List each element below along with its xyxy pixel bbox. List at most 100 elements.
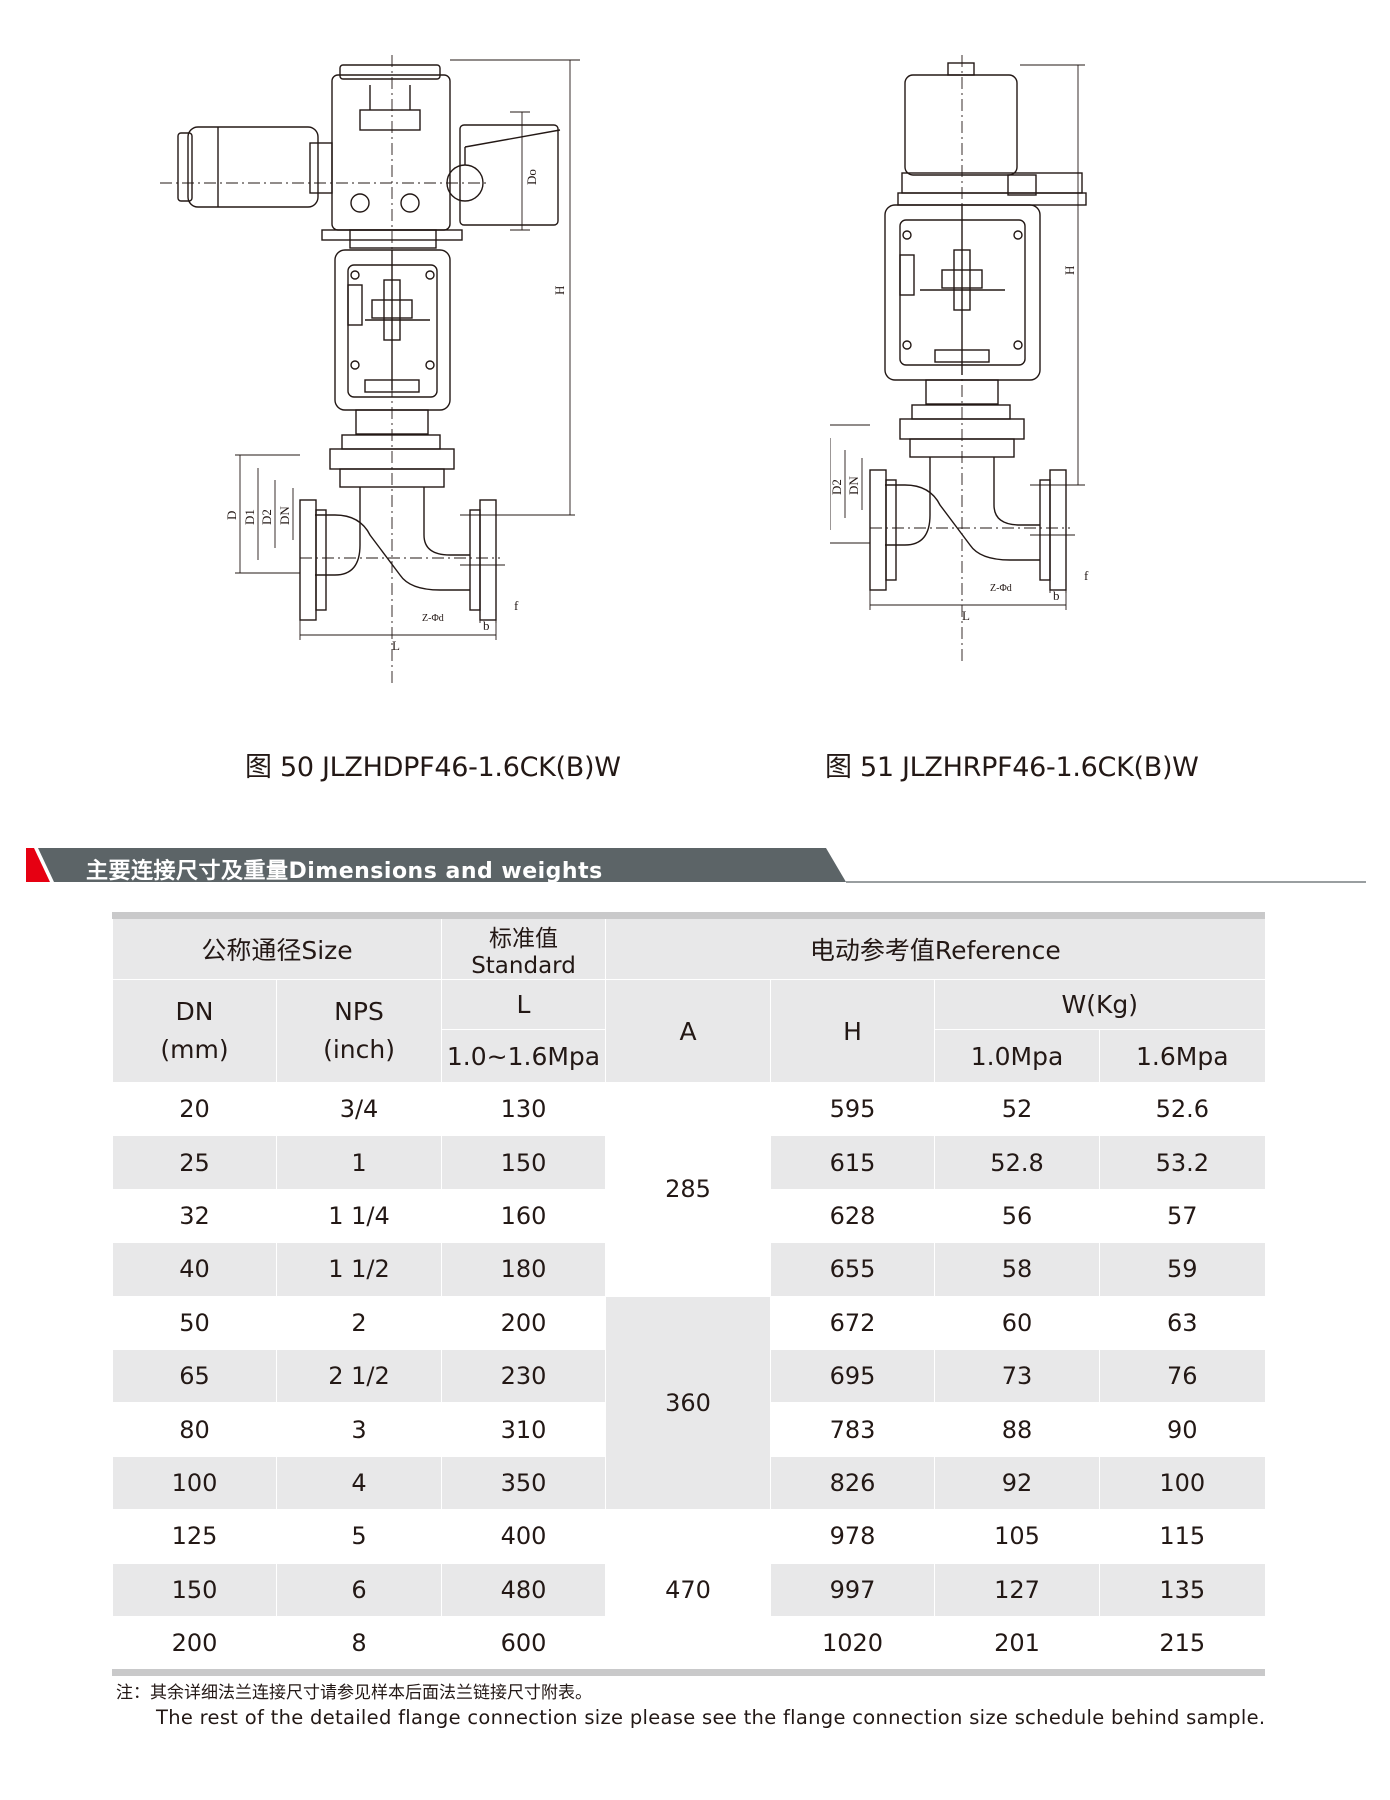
cell-nps: 1 1/4 bbox=[275, 1188, 442, 1243]
cell-w-16mpa: 215 bbox=[1099, 1615, 1265, 1673]
cell-w-16mpa: 115 bbox=[1099, 1509, 1265, 1564]
header-w-10mpa: 1.0Mpa bbox=[934, 1029, 1100, 1083]
cell-h: 628 bbox=[770, 1188, 935, 1243]
cell-nps: 1 1/2 bbox=[275, 1242, 442, 1297]
cell-w-16mpa: 52.6 bbox=[1099, 1081, 1265, 1136]
cell-dn: 200 bbox=[112, 1615, 277, 1673]
header-nps-label: NPS bbox=[334, 997, 384, 1026]
cell-l: 400 bbox=[441, 1509, 606, 1564]
label-d2: D2 bbox=[830, 479, 844, 495]
cell-nps: 5 bbox=[275, 1509, 442, 1564]
cell-w-16mpa: 100 bbox=[1099, 1455, 1265, 1510]
header-nps: NPS (inch) bbox=[275, 979, 442, 1083]
note-chinese: 注：其余详细法兰连接尺寸请参见样本后面法兰链接尺寸附表。 bbox=[116, 1683, 592, 1703]
cell-l: 150 bbox=[441, 1135, 606, 1190]
cell-w-10mpa: 58 bbox=[934, 1242, 1100, 1297]
cell-nps: 3/4 bbox=[275, 1081, 442, 1136]
cell-dn: 25 bbox=[112, 1135, 277, 1190]
header-standard: 标准值Standard bbox=[441, 915, 606, 980]
cell-w-10mpa: 92 bbox=[934, 1455, 1100, 1510]
cell-dn: 150 bbox=[112, 1562, 277, 1617]
label-dn: DN bbox=[277, 506, 292, 525]
cell-dn: 32 bbox=[112, 1188, 277, 1243]
cell-w-10mpa: 52.8 bbox=[934, 1135, 1100, 1190]
cell-a: 360 bbox=[605, 1295, 771, 1510]
label-b: b bbox=[483, 618, 490, 633]
red-accent bbox=[26, 848, 50, 882]
dimension-lines bbox=[830, 55, 1085, 665]
label-b: b bbox=[1053, 588, 1060, 603]
cell-dn: 40 bbox=[112, 1242, 277, 1297]
cell-w-16mpa: 135 bbox=[1099, 1562, 1265, 1617]
label-d2: D2 bbox=[259, 509, 274, 525]
cell-w-16mpa: 57 bbox=[1099, 1188, 1265, 1243]
header-w: W(Kg) bbox=[934, 979, 1265, 1030]
cell-w-16mpa: 59 bbox=[1099, 1242, 1265, 1297]
header-a: A bbox=[605, 979, 771, 1083]
header-dn-label: DN bbox=[175, 997, 214, 1026]
cell-nps: 8 bbox=[275, 1615, 442, 1673]
header-l: L bbox=[441, 979, 606, 1030]
cell-l: 230 bbox=[441, 1348, 606, 1403]
cell-dn: 65 bbox=[112, 1348, 277, 1403]
cell-h: 672 bbox=[770, 1295, 935, 1350]
cell-a: 470 bbox=[605, 1509, 771, 1673]
header-dn: DN (mm) bbox=[112, 979, 277, 1083]
cell-a: 285 bbox=[605, 1082, 771, 1297]
cell-w-10mpa: 88 bbox=[934, 1402, 1100, 1457]
label-f: f bbox=[514, 598, 519, 613]
cell-dn: 20 bbox=[112, 1081, 277, 1136]
cell-h: 997 bbox=[770, 1562, 935, 1617]
section-header-bar bbox=[26, 848, 1366, 883]
label-z: Z-Φd bbox=[422, 613, 444, 624]
label-z: Z-Φd bbox=[990, 583, 1012, 594]
cell-dn: 125 bbox=[112, 1509, 277, 1564]
multi-turn-actuator bbox=[177, 64, 561, 249]
label-dn: DN bbox=[846, 476, 861, 495]
cell-nps: 6 bbox=[275, 1562, 442, 1617]
header-w-16mpa: 1.6Mpa bbox=[1099, 1029, 1265, 1083]
cell-w-10mpa: 60 bbox=[934, 1295, 1100, 1350]
cell-dn: 100 bbox=[112, 1455, 277, 1510]
cell-l: 130 bbox=[441, 1081, 606, 1136]
label-h: H bbox=[552, 286, 567, 295]
dimension-lines bbox=[160, 55, 580, 685]
label-h: H bbox=[1062, 266, 1077, 275]
yoke-bracket bbox=[334, 249, 451, 411]
cell-h: 595 bbox=[770, 1081, 935, 1136]
cell-w-10mpa: 105 bbox=[934, 1509, 1100, 1564]
dimensions-table: 公称通径Size 标准值Standard 电动参考值Reference DN (… bbox=[111, 912, 1265, 1677]
cell-dn: 80 bbox=[112, 1402, 277, 1457]
figure-51-caption: 图 51 JLZHRPF46-1.6CK(B)W bbox=[825, 752, 1199, 783]
cell-l: 350 bbox=[441, 1455, 606, 1510]
cell-l: 310 bbox=[441, 1402, 606, 1457]
figure-51-valve-drawing: H D D1 D2 DN Z-Φd f b L bbox=[830, 55, 1089, 665]
cell-h: 826 bbox=[770, 1455, 935, 1510]
cell-dn: 50 bbox=[112, 1295, 277, 1350]
cell-h: 978 bbox=[770, 1509, 935, 1564]
cell-l: 480 bbox=[441, 1562, 606, 1617]
cell-h: 695 bbox=[770, 1348, 935, 1403]
figure-50-valve-drawing: Do H D D1 D2 DN Z-Φd f b L bbox=[160, 55, 580, 685]
header-nps-unit: (inch) bbox=[323, 1035, 395, 1064]
header-dn-unit: (mm) bbox=[160, 1035, 229, 1064]
bonnet-and-body bbox=[869, 379, 1067, 591]
cylindrical-actuator bbox=[897, 62, 1087, 206]
header-h: H bbox=[770, 979, 935, 1083]
cell-nps: 2 bbox=[275, 1295, 442, 1350]
cell-w-10mpa: 201 bbox=[934, 1615, 1100, 1673]
cell-h: 615 bbox=[770, 1135, 935, 1190]
cell-l: 600 bbox=[441, 1615, 606, 1673]
cell-w-16mpa: 90 bbox=[1099, 1402, 1265, 1457]
label-l: L bbox=[392, 638, 400, 653]
note-english: The rest of the detailed flange connecti… bbox=[156, 1706, 1266, 1729]
label-d1: D1 bbox=[242, 509, 257, 525]
grey-title-bar bbox=[38, 848, 846, 882]
